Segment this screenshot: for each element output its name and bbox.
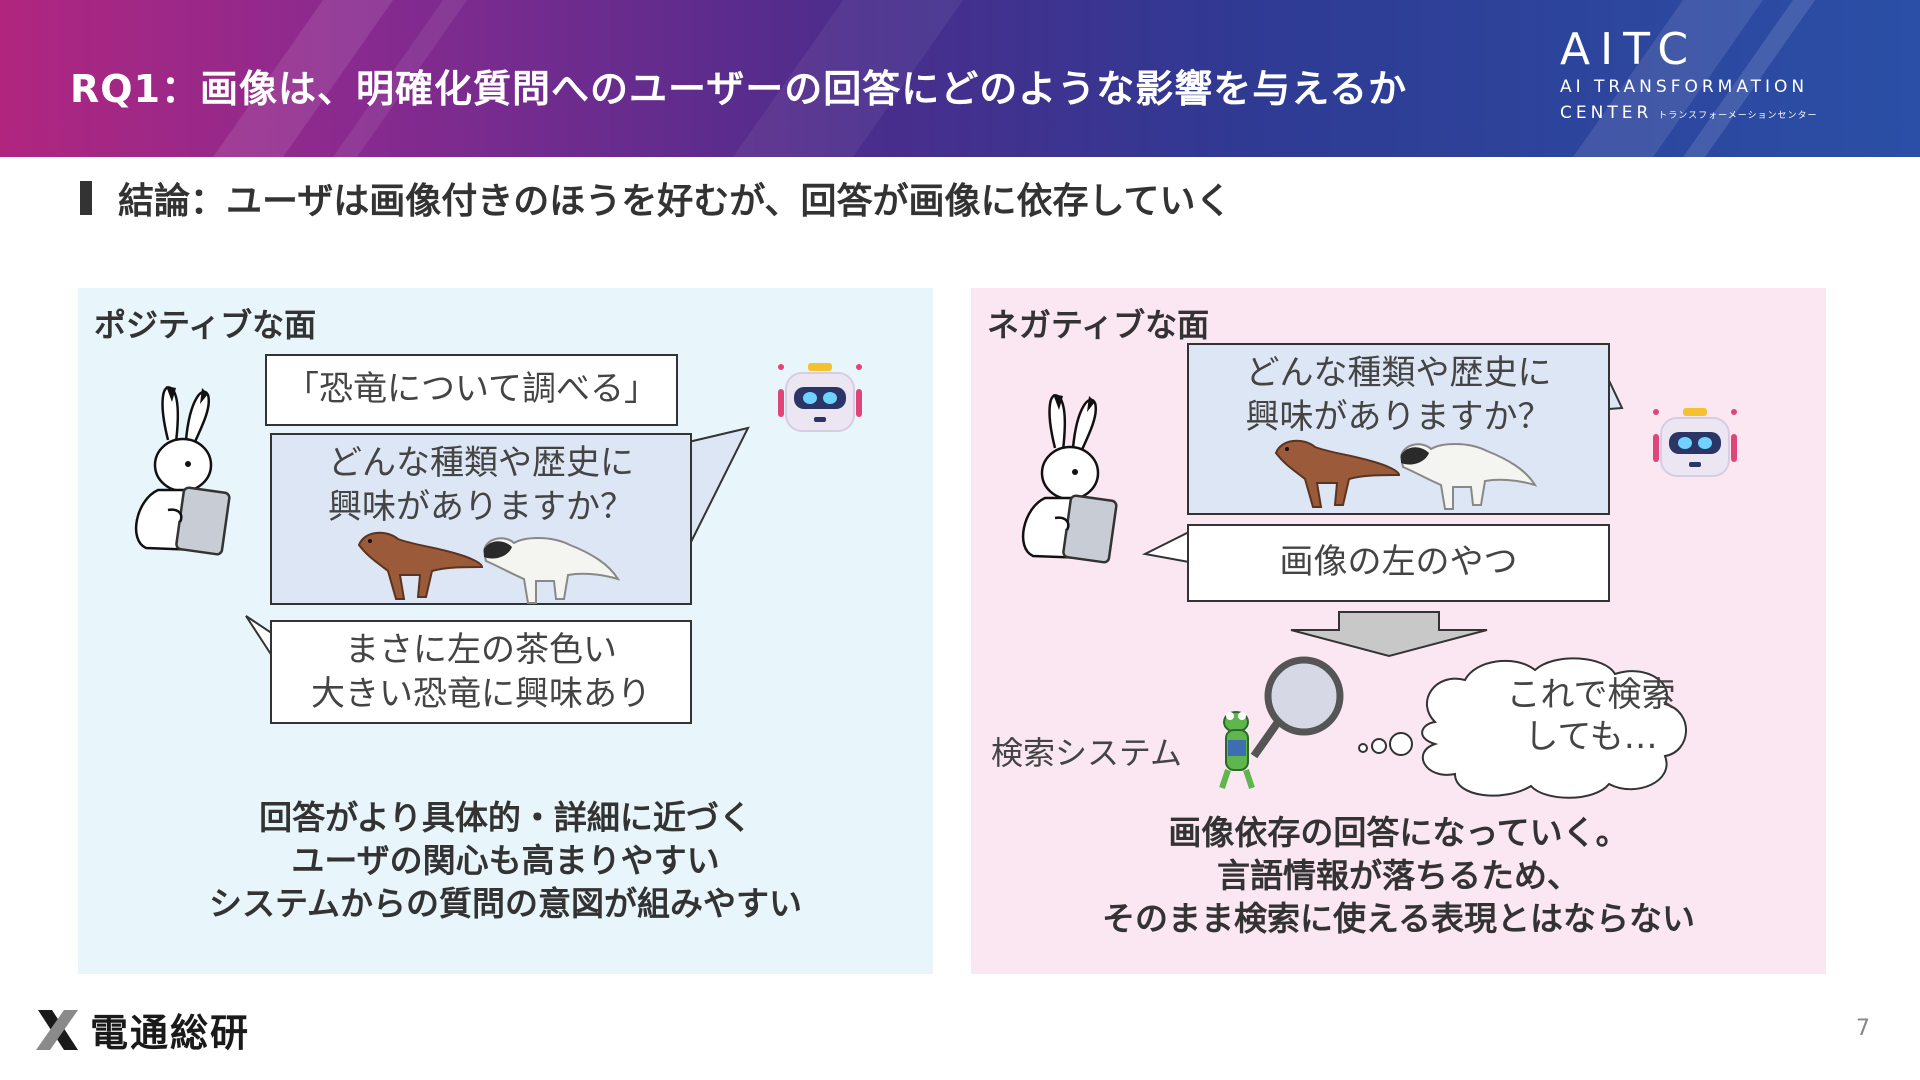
rabbit-user-icon: [134, 386, 231, 556]
positive-summary-line-1: 回答がより具体的・詳細に近づく: [259, 798, 752, 837]
company-logo: 電通総研: [34, 1002, 250, 1057]
negative-panel: ネガティブな面 どんな種類や歴史に 興味がありますか？: [971, 288, 1826, 974]
neg-robot-icon: [1653, 408, 1737, 477]
thought-text: これで検索 しても…: [1441, 674, 1741, 758]
down-arrow-icon: [1290, 611, 1488, 658]
logo-small-text: トランスフォーメーションセンター: [1658, 111, 1818, 121]
negative-panel-title: ネガティブな面: [987, 306, 1210, 344]
answer-box: まさに左の茶色い 大きい恐竜に興味あり: [270, 620, 692, 724]
neg-answer-text: 画像の左のやつ: [1279, 542, 1518, 582]
neg-answer-bubble-tail: [1141, 531, 1190, 563]
query-box: 「恐竜について調べる」: [265, 354, 678, 426]
slide-title: RQ1：画像は、明確化質問へのユーザーの回答にどのような影響を与えるか: [70, 67, 1408, 111]
neg-rabbit-user-icon: [1021, 394, 1118, 564]
thought-line-1: これで検索: [1506, 675, 1676, 715]
header-banner: RQ1：画像は、明確化質問へのユーザーの回答にどのような影響を与えるか AITC…: [0, 0, 1920, 157]
neg-question-line-1: どんな種類や歴史に: [1245, 353, 1552, 393]
negative-summary: 画像依存の回答になっていく。 言語情報が落ちるため、 そのまま検索に使える表現と…: [971, 811, 1826, 940]
negative-summary-line-1: 画像依存の回答になっていく。: [1168, 813, 1629, 852]
question-box: どんな種類や歴史に 興味がありますか？: [270, 433, 692, 605]
neg-brown-dinosaur-icon: [1274, 439, 1401, 508]
answer-bubble-tail: [245, 615, 277, 663]
robot-icon: [778, 363, 862, 432]
page-number: 7: [1856, 1016, 1870, 1041]
question-line-2: 興味がありますか？: [328, 487, 634, 527]
search-system-label: 検索システム: [991, 734, 1183, 772]
logo-line1: AI TRANSFORMATION: [1560, 77, 1809, 97]
neg-question-line-2: 興味がありますか？: [1245, 397, 1552, 437]
answer-line-1: まさに左の茶色い: [345, 630, 617, 670]
logo-main-text: AITC: [1560, 24, 1699, 75]
conclusion-text: 結論：ユーザは画像付きのほうを好むが、回答が画像に依存していく: [118, 181, 1232, 222]
negative-summary-line-3: そのまま検索に使える表現とはならない: [1101, 899, 1695, 938]
positive-panel-title: ポジティブな面: [94, 306, 317, 344]
neg-question-box: どんな種類や歴史に 興味がありますか？: [1187, 343, 1610, 515]
positive-summary: 回答がより具体的・詳細に近づく ユーザの関心も高まりやすい システムからの質問の…: [78, 796, 933, 925]
aitc-logo: AITC AI TRANSFORMATION CENTER トランスフォーメーショ…: [1560, 26, 1818, 129]
white-feathered-dinosaur-icon: [482, 537, 621, 604]
heading-bar-icon: [80, 181, 92, 215]
x-mark-icon: [36, 1009, 78, 1050]
conclusion-heading: 結論：ユーザは画像付きのほうを好むが、回答が画像に依存していく: [80, 174, 1231, 222]
neg-answer-box: 画像の左のやつ: [1187, 524, 1610, 602]
logo-line2: CENTER: [1560, 103, 1653, 123]
brown-dinosaur-icon: [357, 531, 484, 600]
positive-panel: ポジティブな面 「恐竜について調べる」 どんな種類や歴史に 興味がありますか？: [78, 288, 933, 974]
positive-summary-line-3: システムからの質問の意図が組みやすい: [208, 884, 802, 923]
negative-summary-line-2: 言語情報が落ちるため、: [1217, 856, 1580, 895]
neg-white-dinosaur-icon: [1399, 443, 1538, 510]
company-name: 電通総研: [90, 1011, 251, 1055]
thought-cloud-icon: [1358, 657, 1687, 799]
query-text: 「恐竜について調べる」: [285, 369, 658, 409]
frog-magnifier-icon: [1219, 656, 1344, 789]
question-line-1: どんな種類や歴史に: [328, 443, 634, 483]
answer-line-2: 大きい恐竜に興味あり: [311, 674, 651, 714]
positive-summary-line-2: ユーザの関心も高まりやすい: [291, 841, 720, 880]
thought-line-2: しても…: [1524, 717, 1658, 757]
